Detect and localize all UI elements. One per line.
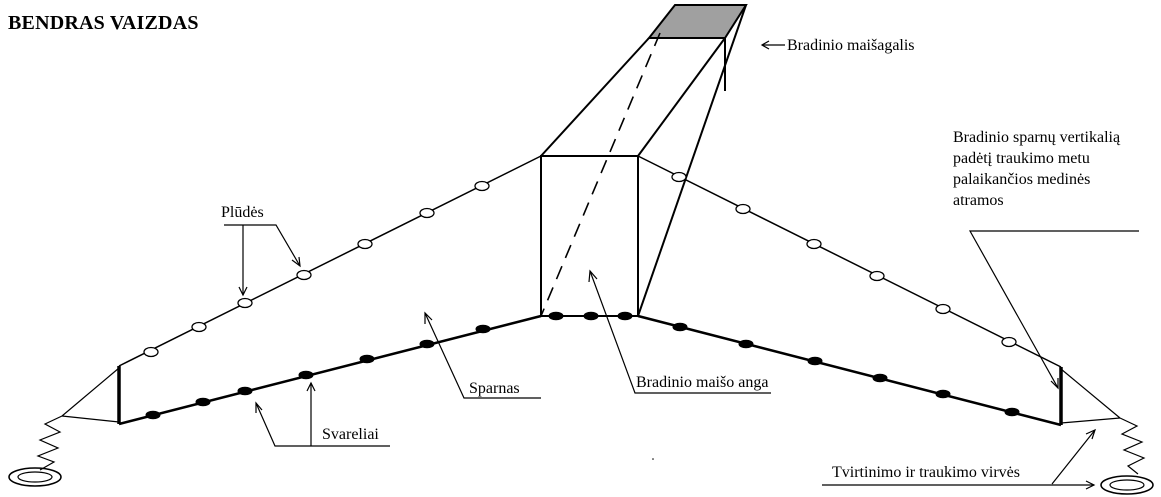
right-bridle-top xyxy=(1060,368,1121,419)
float xyxy=(237,297,253,309)
left-bridle-top xyxy=(61,367,120,417)
sinker xyxy=(359,354,375,364)
wing-arrowhead xyxy=(424,311,433,324)
sinkers-arrow-diagonal xyxy=(255,402,390,447)
sinkers-arrow-up-head xyxy=(306,381,316,392)
float xyxy=(1001,336,1017,348)
ropes-arrow-up xyxy=(1051,429,1096,485)
float xyxy=(671,171,687,183)
float xyxy=(735,203,751,215)
wing-label: Sparnas xyxy=(469,380,520,397)
float xyxy=(869,270,885,282)
bag-mouth-label: Bradinio maišo anga xyxy=(636,374,769,391)
float xyxy=(419,207,435,219)
float xyxy=(143,346,159,358)
cod-end-shaded-face xyxy=(646,4,748,39)
sinker xyxy=(807,356,823,366)
supports-arrowhead xyxy=(1050,378,1059,390)
left-rope-coil-inner xyxy=(17,471,53,483)
floats-label: Plūdės xyxy=(221,204,264,221)
cod-end-label: Bradinio maišagalis xyxy=(787,37,915,54)
float xyxy=(474,180,490,192)
left-bridle-bottom xyxy=(61,415,120,423)
supports-label: Bradinio sparnų vertikalią padėtį trauki… xyxy=(953,127,1120,211)
sinker xyxy=(583,311,599,321)
wing-arrow xyxy=(424,312,541,399)
sinker xyxy=(237,386,253,396)
cod-end-left-edge xyxy=(540,37,650,157)
cod-end-arrowhead xyxy=(760,40,770,50)
sinker xyxy=(419,339,435,349)
right-lead-line xyxy=(637,314,1062,427)
right-float-line xyxy=(637,155,1062,368)
left-lead-line xyxy=(118,314,542,426)
stray-dot xyxy=(652,458,654,460)
right-towing-rope xyxy=(1119,417,1146,475)
sinker xyxy=(935,389,951,399)
sinkers-arrow-diagonal-head xyxy=(255,401,263,413)
right-bridle-bottom xyxy=(1060,417,1121,424)
float xyxy=(296,269,312,281)
sinker xyxy=(1004,407,1020,417)
left-towing-rope xyxy=(36,415,63,471)
float xyxy=(806,238,822,250)
floats-arrow-down-head xyxy=(238,286,248,297)
float xyxy=(935,303,951,315)
sinker xyxy=(475,324,491,334)
ropes-arrow-right-head xyxy=(1085,480,1096,490)
supports-label-line: palaikančios medinės xyxy=(953,171,1091,188)
sinker xyxy=(672,322,688,332)
sinker xyxy=(872,373,888,383)
bag-mouth-arrow xyxy=(589,270,771,394)
supports-label-line: padėtį traukimo metu xyxy=(953,150,1090,167)
sinker xyxy=(298,370,314,380)
sinker xyxy=(738,339,754,349)
bag-mouth-arrowhead xyxy=(588,269,598,283)
sinker xyxy=(195,397,211,407)
sinker xyxy=(145,410,161,420)
supports-label-line: atramos xyxy=(953,192,1004,209)
sinker xyxy=(548,311,564,321)
sinker xyxy=(617,311,633,321)
right-rope-coil xyxy=(1100,475,1154,495)
float xyxy=(357,238,373,250)
floats-arrow-diagonal-head xyxy=(291,256,301,268)
supports-label-line: Bradinio sparnų vertikalią xyxy=(953,129,1121,146)
ropes-label: Tvirtinimo ir traukimo virvės xyxy=(832,464,1020,481)
diagram-title: BENDRAS VAIZDAS xyxy=(8,12,199,34)
cod-end-right-edge xyxy=(637,37,726,157)
sinkers-label: Svareliai xyxy=(322,426,379,443)
bag-mouth-frame xyxy=(540,155,639,317)
cod-end-hidden-edge xyxy=(540,32,661,317)
cod-end-back-edge xyxy=(637,4,747,317)
left-rope-coil xyxy=(8,467,62,487)
supports-arrow xyxy=(968,230,1139,389)
float xyxy=(191,321,207,333)
left-float-line xyxy=(118,155,542,367)
floats-arrow-diagonal xyxy=(224,224,301,267)
right-rope-coil-inner xyxy=(1109,479,1145,491)
ropes-arrow-up-head xyxy=(1085,428,1096,440)
